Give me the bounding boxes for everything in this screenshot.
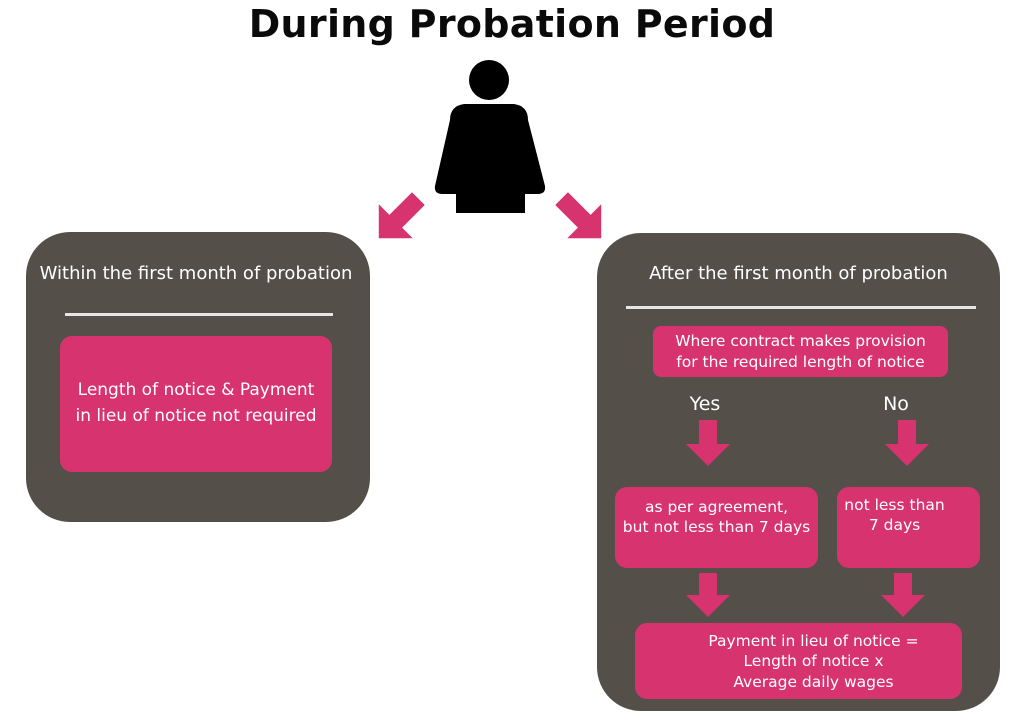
- payment-formula-line3: Average daily wages: [733, 673, 894, 691]
- notice-not-required-box: [60, 336, 332, 472]
- arrow-down-icon: [885, 420, 929, 466]
- notice-not-required-line1: Length of notice & Payment: [77, 380, 315, 400]
- payment-formula-line2: Length of notice x: [743, 652, 884, 670]
- notice-not-required-line2: in lieu of notice not required: [75, 406, 317, 426]
- left-panel-heading: Within the first month of probation: [39, 263, 353, 284]
- arrow-down-icon: [881, 573, 925, 617]
- no-outcome-line2: 7 days: [868, 516, 921, 534]
- contract-condition-box: [653, 326, 948, 377]
- arrow-down-left-icon: [378, 192, 425, 239]
- yes-outcome-line2: but not less than 7 days: [622, 518, 811, 536]
- no-outcome-box: [837, 487, 980, 568]
- payment-formula-box: [635, 623, 962, 699]
- page-title: During Probation Period: [248, 2, 776, 46]
- yes-outcome-box: [615, 487, 818, 568]
- contract-condition-line2: for the required length of notice: [676, 353, 925, 371]
- yes-outcome-line1: as per agreement,: [644, 498, 789, 516]
- no-label: No: [883, 393, 909, 415]
- yes-label: Yes: [689, 393, 721, 415]
- person-icon: [434, 60, 546, 213]
- right-divider: [626, 306, 976, 309]
- right-panel-heading: After the first month of probation: [649, 263, 948, 284]
- no-outcome-line1: not less than: [844, 496, 945, 514]
- left-divider: [65, 313, 333, 316]
- arrow-down-icon: [686, 573, 730, 617]
- payment-formula-line1: Payment in lieu of notice =: [708, 632, 919, 650]
- arrow-down-right-icon: [555, 192, 602, 239]
- arrow-down-icon: [686, 420, 730, 466]
- contract-condition-line1: Where contract makes provision: [675, 332, 926, 350]
